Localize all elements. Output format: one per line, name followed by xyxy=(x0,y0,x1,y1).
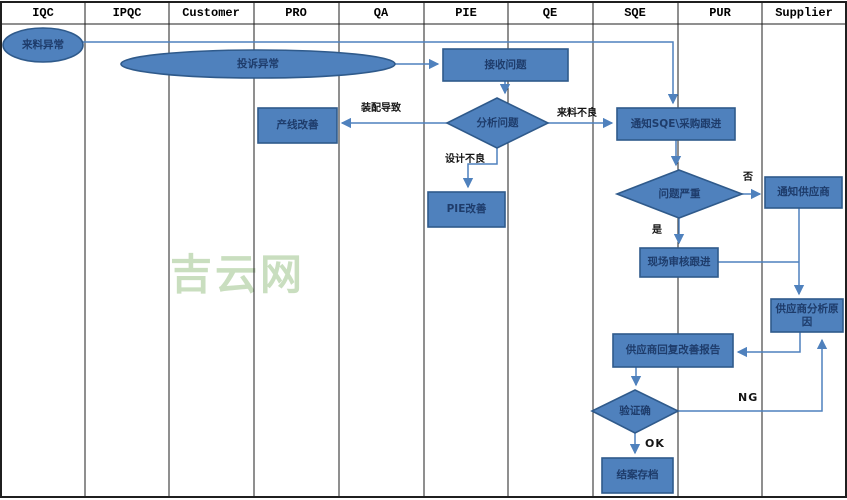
start-complaint-abnormal-ellipse xyxy=(120,49,396,79)
start-incoming-abnormal-ellipse xyxy=(2,27,84,63)
edge-label-ng: NG xyxy=(738,391,759,404)
lane-header-pur: PUR xyxy=(709,6,731,20)
edge-label-no: 否 xyxy=(743,172,753,183)
lane-header-ipqc: IPQC xyxy=(112,6,142,20)
node-label-incoming-abnormal: 来料异常 xyxy=(22,38,64,51)
lane-header-sqe: SQE xyxy=(624,6,646,20)
watermark-text: 吉云网 xyxy=(170,250,306,299)
connector-analyzecause-to-report xyxy=(736,332,801,358)
analyze-problem-diamond xyxy=(445,97,550,149)
supplier-report-rect xyxy=(612,333,734,368)
node-label-verify: 验证确 xyxy=(619,404,651,417)
node-label-close-archive: 结案存档 xyxy=(616,469,659,482)
edge-label-assembly-cause: 装配导致 xyxy=(361,103,401,114)
node-label-pie-improve: PIE改善 xyxy=(446,203,487,216)
onsite-audit-rect xyxy=(639,247,719,278)
connector-analyze-to-pie-improve xyxy=(462,148,498,189)
edge-label-design-defect: 设计不良 xyxy=(445,154,485,165)
close-archive-rect xyxy=(601,457,674,494)
node-label-onsite-audit: 现场审核跟进 xyxy=(647,256,711,269)
notify-supplier-rect xyxy=(764,176,843,209)
line-improve-rect xyxy=(257,107,338,144)
problem-serious-diamond xyxy=(614,169,745,219)
node-label-notify-supplier: 通知供应商 xyxy=(777,186,830,199)
lane-header-pro: PRO xyxy=(285,6,307,20)
node-label-problem-serious: 问题严重 xyxy=(658,187,701,200)
node-label-complaint-abnormal: 投诉异常 xyxy=(237,57,279,70)
node-label-supplier-report: 供应商回复改善报告 xyxy=(625,344,721,357)
supplier-analyze-rect xyxy=(770,298,844,333)
edge-label-yes: 是 xyxy=(652,225,662,236)
pie-improve-rect xyxy=(427,191,506,228)
edge-label-ok: OK xyxy=(645,437,665,450)
connectors xyxy=(83,41,828,455)
lane-header-iqc: IQC xyxy=(32,6,54,20)
node-label-notify-sqe-pur: 通知SQE\采购跟进 xyxy=(630,117,722,130)
edge-label-incoming-defect: 来料不良 xyxy=(557,108,597,119)
lane-header-customer: Customer xyxy=(182,6,240,20)
node-label-supplier-analyze: 供应商分析原因 xyxy=(775,302,839,328)
connector-verify-ng-return xyxy=(678,338,828,412)
lane-header-qe: QE xyxy=(542,6,558,20)
lane-header-supplier: Supplier xyxy=(775,6,833,20)
node-label-receive-problem: 接收问题 xyxy=(484,58,527,71)
node-label-analyze-problem: 分析问题 xyxy=(476,116,519,129)
verify-diamond xyxy=(590,389,680,434)
lane-header-qa: QA xyxy=(373,6,389,20)
receive-problem-rect xyxy=(442,48,569,82)
notify-sqe-pur-rect xyxy=(616,107,736,141)
node-label-line-improve: 产线改善 xyxy=(276,119,319,132)
connector-incoming-to-notify xyxy=(83,41,679,105)
flowchart-shapes xyxy=(2,27,844,494)
lane-header-pie: PIE xyxy=(455,6,477,20)
